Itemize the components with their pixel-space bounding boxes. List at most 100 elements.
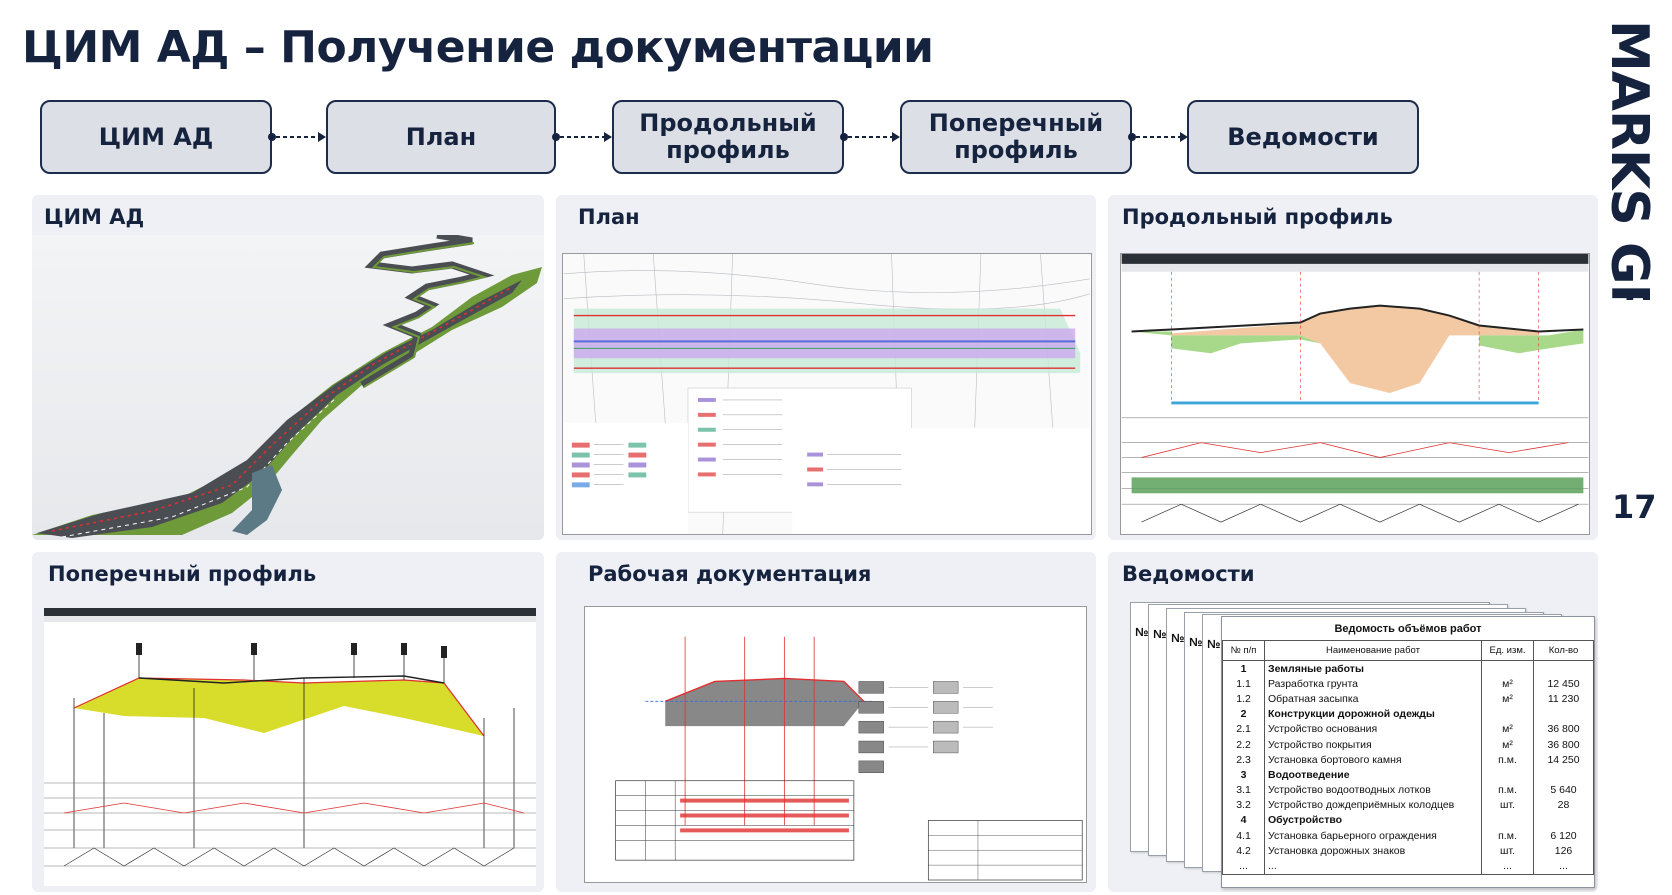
brand-text: MARKS GROUP — [1599, 20, 1659, 300]
panel-title: ЦИМ АД — [44, 205, 145, 229]
cell-num: 3 — [1222, 767, 1265, 783]
cell-name: Конструкции дорожной одежды — [1264, 706, 1482, 722]
cell-name: Установка бортового камня — [1264, 752, 1482, 768]
cell-unit: шт. — [1481, 797, 1534, 813]
cell-num: 4 — [1222, 812, 1265, 829]
cell-unit: ... — [1481, 858, 1534, 875]
cell-unit: п.м. — [1481, 782, 1534, 798]
panel-title: Рабочая документация — [588, 562, 872, 586]
cell-unit: м² — [1481, 691, 1534, 707]
cell-num: 3.2 — [1222, 797, 1265, 813]
panel-working-docs: Рабочая документация — [556, 552, 1096, 892]
panel-title: Продольный профиль — [1122, 205, 1393, 229]
statement-table: № п/п Наименование работ Ед. изм. Кол-во… — [1222, 640, 1594, 875]
long-profile-drawing-image — [1120, 253, 1590, 535]
cell-name: Устройство дождеприёмных колодцев — [1264, 797, 1482, 813]
flow-arrow-3 — [840, 131, 902, 142]
cell-num: 4.1 — [1222, 828, 1265, 844]
cell-name: Разработка грунта — [1264, 676, 1482, 692]
cell-qty — [1533, 767, 1594, 783]
cell-unit — [1481, 706, 1534, 722]
cell-name: Обратная засыпка — [1264, 691, 1482, 707]
panel-tsim: ЦИМ АД — [32, 195, 544, 540]
cell-qty — [1533, 706, 1594, 722]
plan-drawing-image — [562, 253, 1092, 535]
cell-qty: 11 230 — [1533, 691, 1594, 707]
cell-unit: м² — [1481, 721, 1534, 737]
road-3d-model-image — [32, 235, 544, 540]
cell-qty: 126 — [1533, 843, 1594, 859]
flow-step-tsim: ЦИМ АД — [40, 100, 272, 174]
cell-unit: п.м. — [1481, 828, 1534, 844]
cell-num: ... — [1222, 858, 1265, 875]
flow-arrow-1 — [268, 131, 328, 142]
flow-step-cross-profile: Поперечный профиль — [900, 100, 1132, 174]
cell-qty: 28 — [1533, 797, 1594, 813]
cell-name: Водоотведение — [1264, 767, 1482, 783]
cell-name: Устройство основания — [1264, 721, 1482, 737]
statement-title: Ведомость объёмов работ — [1334, 623, 1482, 635]
flow-step-long-profile: Продольный профиль — [612, 100, 844, 174]
cross-profile-drawing-image — [44, 608, 536, 886]
panel-title: План — [578, 205, 640, 229]
panel-cross-profile: Поперечный профиль — [32, 552, 544, 892]
cell-name: Обустройство — [1264, 812, 1482, 829]
cell-unit: шт. — [1481, 843, 1534, 859]
panel-long-profile: Продольный профиль — [1108, 195, 1598, 540]
flow-step-plan: План — [326, 100, 556, 174]
cell-unit — [1481, 660, 1534, 677]
cell-name: Земляные работы — [1264, 660, 1482, 677]
cell-num: 1.1 — [1222, 676, 1265, 692]
panel-title: Поперечный профиль — [48, 562, 317, 586]
flow-step-statements: Ведомости — [1187, 100, 1419, 174]
cell-num: 2.2 — [1222, 736, 1265, 753]
cell-name: Установка дорожных знаков — [1264, 843, 1482, 859]
cell-unit — [1481, 812, 1534, 829]
col-header-name: Наименование работ — [1264, 640, 1482, 661]
cell-unit: м² — [1481, 676, 1534, 692]
col-header-unit: Ед. изм. — [1481, 640, 1534, 661]
cell-num: 1.2 — [1222, 691, 1265, 707]
cell-qty: 14 250 — [1533, 752, 1594, 768]
cell-unit: м² — [1481, 736, 1534, 753]
cell-qty: 12 450 — [1533, 676, 1594, 692]
cell-qty — [1533, 812, 1594, 829]
panel-statements: Ведомости № № № № № Ведомость объёмов ра… — [1108, 552, 1598, 892]
cell-unit: п.м. — [1481, 752, 1534, 768]
statement-sheets-stack: № № № № № Ведомость объёмов работ № п/п … — [1108, 552, 1598, 892]
page-number: 17 — [1612, 488, 1657, 526]
cell-qty: 36 800 — [1533, 721, 1594, 737]
cell-qty: ... — [1533, 858, 1594, 875]
cell-num: 3.1 — [1222, 782, 1265, 798]
col-header-qty: Кол-во — [1533, 640, 1594, 661]
statement-sheet-main: Ведомость объёмов работ № п/п Наименован… — [1221, 616, 1595, 888]
flow-arrow-2 — [552, 131, 614, 142]
table-row: ............ — [1222, 858, 1594, 875]
panel-plan: План — [556, 195, 1096, 540]
cell-num: 4.2 — [1222, 843, 1265, 859]
cell-name: Устройство покрытия — [1264, 736, 1482, 753]
cell-qty: 36 800 — [1533, 736, 1594, 753]
col-header-num: № п/п — [1222, 640, 1265, 661]
cell-name: Установка барьерного ограждения — [1264, 828, 1482, 844]
cell-qty: 5 640 — [1533, 782, 1594, 798]
panel-title: Ведомости — [1122, 562, 1255, 586]
cell-qty — [1533, 660, 1594, 677]
table-header-row: № п/п Наименование работ Ед. изм. Кол-во — [1222, 640, 1594, 661]
cell-num: 2.3 — [1222, 752, 1265, 768]
flow-arrow-4 — [1128, 131, 1190, 142]
cell-name: ... — [1264, 858, 1482, 875]
